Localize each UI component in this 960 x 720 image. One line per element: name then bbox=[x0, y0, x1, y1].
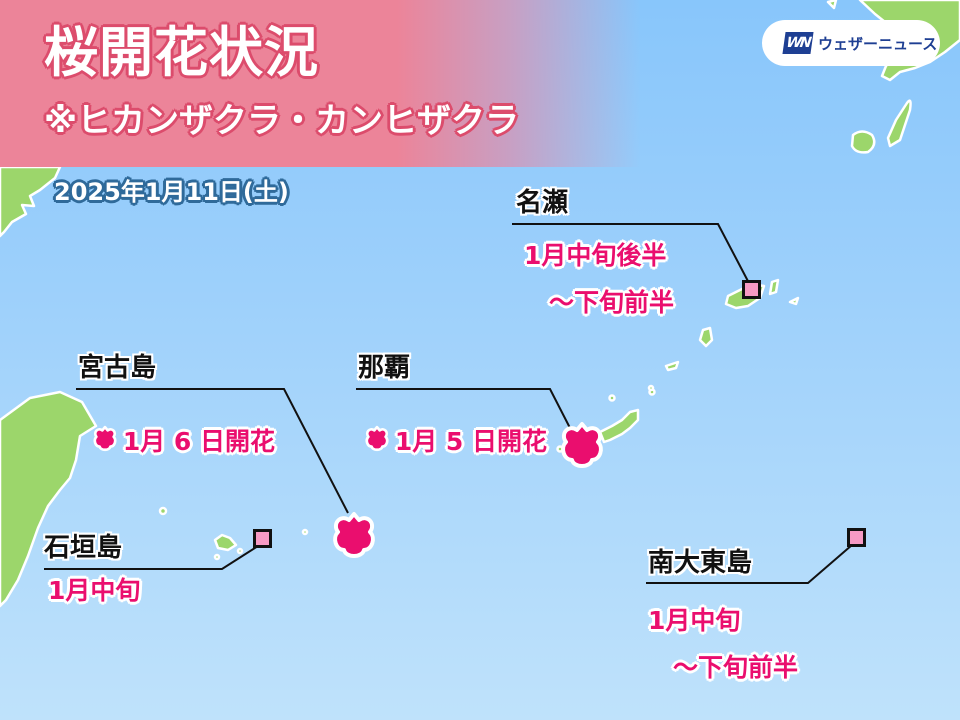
china-coast-landmass bbox=[0, 165, 62, 238]
ishigaki-landmass bbox=[213, 533, 238, 552]
station-status-miyakojima: 1月 6 日開花 bbox=[56, 400, 275, 479]
leader-line-ishigaki bbox=[44, 545, 259, 570]
sakura-blossom-icon bbox=[93, 425, 117, 452]
leader-line-naze bbox=[512, 223, 751, 286]
marker-ishigaki bbox=[253, 529, 272, 548]
page-title: 桜開花状況 bbox=[44, 21, 319, 84]
leader-line-naha bbox=[356, 388, 571, 429]
page-subtitle: ※ヒカンザクラ・カンヒザクラ bbox=[44, 101, 520, 141]
sakura-blossom-icon bbox=[333, 512, 375, 558]
station-status-ishigaki: 1月中旬 bbox=[48, 576, 141, 605]
station-name-ishigaki: 石垣島 bbox=[44, 533, 123, 563]
station-name-naha: 那覇 bbox=[358, 353, 411, 383]
station-status-naze: 1月中旬後半 〜下旬前半 bbox=[524, 241, 675, 317]
header-banner bbox=[0, 0, 640, 167]
tokunoshima-landmass bbox=[698, 326, 714, 348]
status-text: 1月 5 日開花 bbox=[394, 427, 548, 456]
taiwan-landmass bbox=[0, 390, 98, 608]
okinawa-landmass bbox=[598, 408, 640, 444]
station-name-miyakojima: 宮古島 bbox=[78, 353, 157, 383]
tanegashima-landmass bbox=[886, 99, 912, 148]
station-name-naze: 名瀬 bbox=[516, 188, 569, 218]
yakushima-landmass bbox=[850, 130, 876, 154]
leader-line-minamidaito bbox=[646, 544, 853, 584]
marker-minamidaito bbox=[847, 528, 866, 547]
logo-text: ウェザーニュース bbox=[818, 34, 938, 53]
sakura-blossom-icon bbox=[561, 422, 603, 468]
station-status-minamidaito: 1月中旬 〜下旬前半 bbox=[648, 606, 799, 682]
weathernews-logo: WN ウェザーニュース bbox=[762, 20, 940, 66]
sakura-blossom-icon bbox=[365, 425, 389, 452]
date-label: 2025年1月11日(土) bbox=[54, 178, 289, 206]
leader-line-miyakojima bbox=[76, 388, 349, 514]
station-status-naha: 1月 5 日開花 bbox=[328, 400, 547, 479]
status-text: 1月 6 日開花 bbox=[122, 427, 276, 456]
station-name-minamidaito: 南大東島 bbox=[648, 548, 753, 578]
marker-naze bbox=[742, 280, 761, 299]
